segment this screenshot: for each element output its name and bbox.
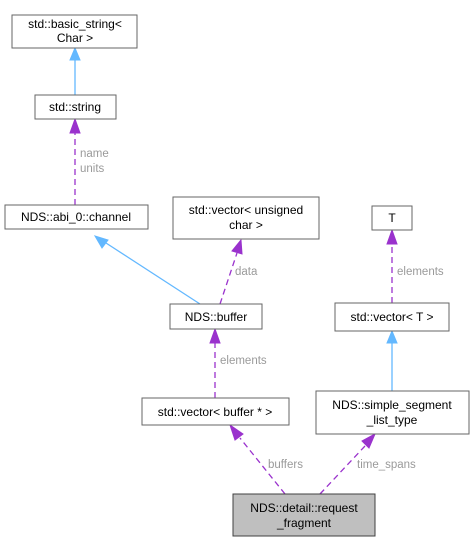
node-label: char > <box>229 218 263 232</box>
node-label: std::vector< unsigned <box>189 203 303 217</box>
edge-string-inherits-basic-string <box>69 46 81 95</box>
node-label: NDS::simple_segment <box>332 398 452 412</box>
node-label: _list_type <box>366 413 418 427</box>
node-std-string[interactable]: std::string <box>34 94 117 120</box>
edge-vector-buffer-uses-buffer <box>209 327 221 398</box>
node-nds-buffer[interactable]: NDS::buffer <box>169 303 263 330</box>
edge-request-fragment-uses-simple-segment <box>319 432 377 495</box>
node-label: NDS::buffer <box>185 310 247 324</box>
node-nds-abi-channel[interactable]: NDS::abi_0::channel <box>4 204 149 230</box>
node-std-basic-string[interactable]: std::basic_string< Char > <box>11 14 138 49</box>
edge-label-data: data <box>235 266 258 278</box>
node-std-vector-t[interactable]: std::vector< T > <box>334 302 450 332</box>
node-label: NDS::abi_0::channel <box>21 210 131 224</box>
node-template-param-t[interactable]: T <box>371 205 413 231</box>
node-label: NDS::detail::request <box>250 501 358 515</box>
node-label: T <box>388 211 396 225</box>
edge-label-name: name <box>80 148 109 160</box>
edge-label-buffers: buffers <box>268 459 303 471</box>
edge-request-fragment-uses-vector-buffer <box>229 423 286 495</box>
edge-simple-segment-inherits-vector-t <box>386 329 398 391</box>
node-label: _fragment <box>276 516 332 530</box>
node-label: Char > <box>57 31 93 45</box>
node-nds-detail-request-fragment[interactable]: NDS::detail::request _fragment <box>232 493 376 537</box>
edge-label-elements-buffer: elements <box>220 355 267 367</box>
edge-vector-t-uses-t <box>386 228 398 303</box>
node-std-vector-buffer-ptr[interactable]: std::vector< buffer * > <box>141 397 290 426</box>
node-label: std::basic_string< <box>28 17 122 31</box>
node-std-vector-unsigned-char[interactable]: std::vector< unsigned char > <box>172 196 320 240</box>
node-label: std::vector< T > <box>351 310 434 324</box>
node-label: std::string <box>49 100 101 114</box>
edge-label-elements-t: elements <box>397 266 444 278</box>
edge-buffer-uses-vector-uchar <box>219 238 243 305</box>
edge-buffer-inherits-channel <box>93 235 201 305</box>
edge-label-time-spans: time_spans <box>357 459 416 471</box>
node-nds-simple-segment-list-type[interactable]: NDS::simple_segment _list_type <box>315 390 470 435</box>
edge-channel-uses-string <box>69 117 81 205</box>
node-label: std::vector< buffer * > <box>158 405 273 419</box>
edge-label-units: units <box>80 163 105 175</box>
